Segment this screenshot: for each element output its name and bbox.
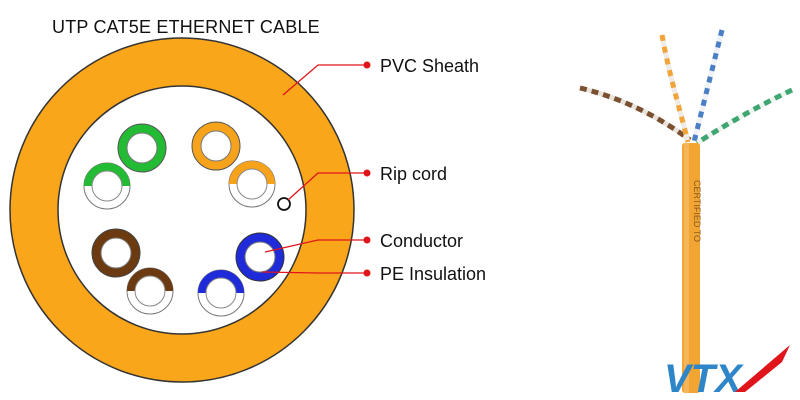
vtx-logo: VTX [664,345,790,400]
twisted-pair-blue [691,29,725,143]
twisted-pair-orange [659,34,691,143]
callout-dot-conductor [363,236,371,244]
cable-cross-section-diagram [9,37,371,383]
rip-cord [277,197,291,211]
callout-line-pvc-sheath [282,64,366,96]
label-conductor: Conductor [380,231,464,251]
callout-line-pe-insulation [261,271,366,274]
twisted-pair-brown [579,85,692,143]
label-pvc-sheath: PVC Sheath [380,56,480,76]
conductor-brown-white [126,267,174,315]
svg-text:VTX: VTX [664,357,744,400]
conductor-blue-solid [235,232,285,282]
conductor-brown-solid [91,228,141,278]
callout-dot-pe-insulation [363,269,371,277]
label-pe-insulation: PE Insulation [380,264,487,284]
jacket-print-text: CERTIFIED TO [692,180,702,242]
conductor-blue-white [197,269,245,317]
conductor-orange-solid [191,121,241,171]
callout-dot-rip-cord [363,169,371,177]
label-rip-cord: Rip cord [380,164,448,184]
twisted-pair-green [695,87,794,146]
callout-line-conductor [264,239,366,253]
callout-line-rip-cord [287,172,366,201]
cable-core [57,85,307,335]
conductor-orange-white [228,160,276,208]
diagram-title: UTP CAT5E ETHERNET CABLE [52,17,320,37]
cable-photo: CERTIFIED TO VTX [579,29,794,400]
conductor-green-white [83,162,131,210]
conductor-green-solid [117,123,167,173]
callout-dot-pvc-sheath [363,61,371,69]
